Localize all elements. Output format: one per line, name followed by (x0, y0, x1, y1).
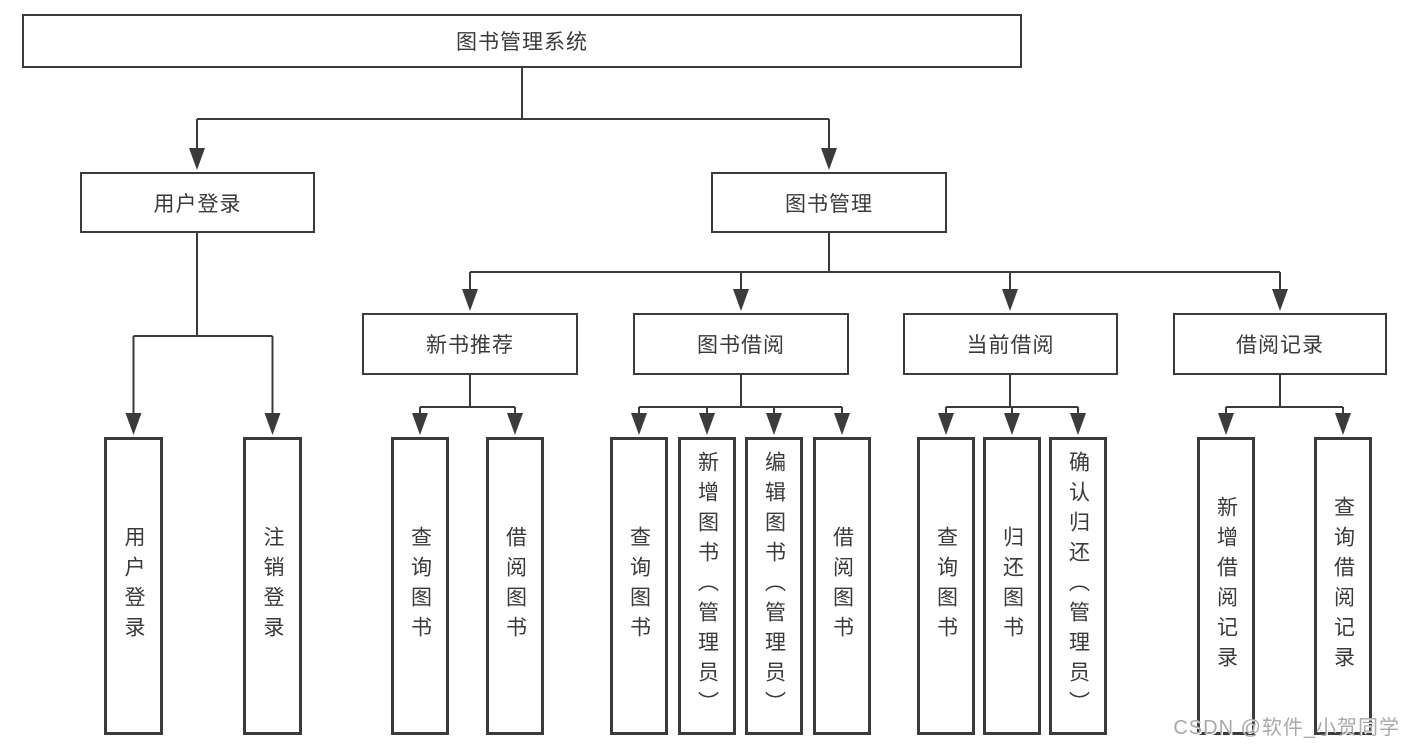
node-current-borrowing: 当前借阅 (903, 313, 1118, 375)
leaf-nb-borrow-books: 借阅图书 (486, 437, 544, 735)
leaf-br-add-record: 新增借阅记录 (1197, 437, 1255, 735)
leaf-bb-borrow-books-label: 借阅图书 (830, 526, 854, 646)
leaf-bb-add-books-admin-label: 新增图书（管理员） (695, 451, 719, 721)
leaf-nb-query-books-label: 查询图书 (408, 526, 432, 646)
node-user-login-module: 用户登录 (80, 172, 315, 233)
node-book-management-module: 图书管理 (711, 172, 947, 233)
leaf-cb-confirm-return-admin-label: 确认归还（管理员） (1066, 451, 1090, 721)
leaf-br-add-record-label: 新增借阅记录 (1214, 496, 1238, 676)
leaf-bb-query-books: 查询图书 (610, 437, 668, 735)
leaf-logout-label: 注销登录 (261, 526, 284, 646)
leaf-cb-return-books-label: 归还图书 (1000, 526, 1024, 646)
leaf-bb-borrow-books: 借阅图书 (813, 437, 871, 735)
leaf-nb-borrow-books-label: 借阅图书 (503, 526, 527, 646)
leaf-br-query-record: 查询借阅记录 (1314, 437, 1372, 735)
leaf-user-login: 用户登录 (104, 437, 163, 735)
leaf-cb-query-books: 查询图书 (917, 437, 975, 735)
node-root-system: 图书管理系统 (22, 14, 1022, 68)
leaf-bb-add-books-admin: 新增图书（管理员） (678, 437, 736, 735)
leaf-bb-edit-books-admin: 编辑图书（管理员） (745, 437, 803, 735)
leaf-bb-query-books-label: 查询图书 (627, 526, 651, 646)
leaf-logout: 注销登录 (243, 437, 302, 735)
leaf-nb-query-books: 查询图书 (391, 437, 449, 735)
csdn-watermark: CSDN @软件_小贺同学 (1173, 717, 1400, 739)
node-new-book-recommend: 新书推荐 (362, 313, 578, 375)
leaf-cb-query-books-label: 查询图书 (934, 526, 958, 646)
node-book-borrowing: 图书借阅 (633, 313, 849, 375)
leaf-bb-edit-books-admin-label: 编辑图书（管理员） (762, 451, 786, 721)
leaf-cb-return-books: 归还图书 (983, 437, 1041, 735)
leaf-user-login-label: 用户登录 (122, 526, 145, 646)
leaf-cb-confirm-return-admin: 确认归还（管理员） (1049, 437, 1107, 735)
node-borrowing-records: 借阅记录 (1173, 313, 1387, 375)
leaf-br-query-record-label: 查询借阅记录 (1331, 496, 1355, 676)
